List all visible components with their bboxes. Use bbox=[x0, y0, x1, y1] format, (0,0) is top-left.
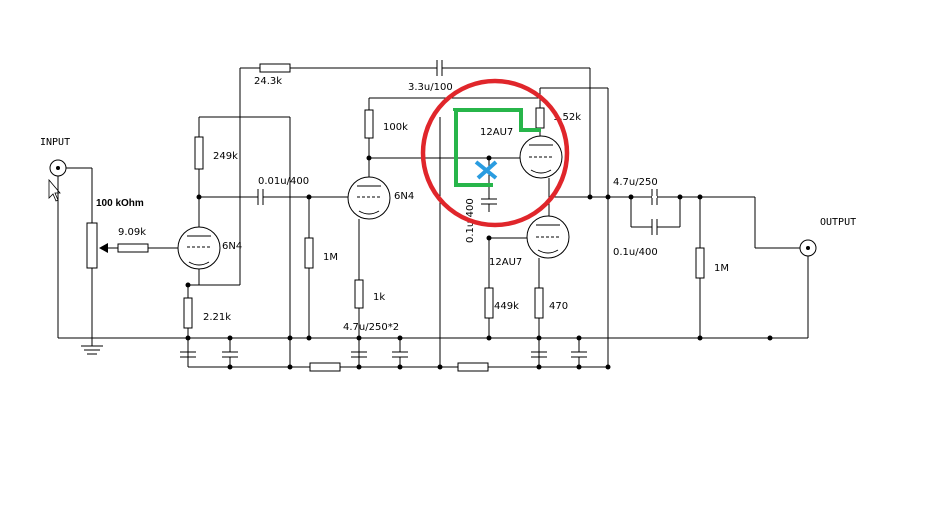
tube2-label: 6N4 bbox=[394, 191, 414, 202]
supply-capacitor-5 bbox=[531, 351, 547, 358]
r-152k-label: 1.52k bbox=[553, 112, 581, 123]
tube-12au7-lower bbox=[526, 215, 570, 259]
coupling-capacitor-001u bbox=[257, 189, 264, 205]
output-jack[interactable] bbox=[799, 239, 817, 257]
supply-capacitor-6 bbox=[571, 338, 587, 367]
tube3-top-label: 12AU7 bbox=[480, 127, 513, 138]
supply-resistor-a bbox=[309, 362, 341, 372]
tube1-label: 6N4 bbox=[222, 241, 242, 252]
resistor-221k bbox=[183, 297, 193, 329]
output-label: OUTPUT bbox=[820, 217, 856, 228]
resistor-449k bbox=[484, 287, 494, 319]
r-1k-label: 1k bbox=[373, 292, 385, 303]
tube3-bot-label: 12AU7 bbox=[489, 257, 522, 268]
r-470-label: 470 bbox=[549, 301, 568, 312]
input-jack[interactable] bbox=[49, 159, 67, 177]
input-label: INPUT bbox=[40, 137, 70, 148]
r-909k-label: 9.09k bbox=[118, 227, 146, 238]
c-47u-out-label: 4.7u/250 bbox=[613, 177, 658, 188]
supply-capacitor-1 bbox=[180, 351, 196, 358]
r-1m-out-label: 1M bbox=[714, 263, 729, 274]
r-249k-label: 249k bbox=[213, 151, 238, 162]
ground-symbol-icon bbox=[81, 338, 103, 355]
red-annotation-circle bbox=[420, 78, 570, 228]
resistor-1m-grid bbox=[304, 237, 314, 269]
volume-potentiometer bbox=[86, 222, 118, 338]
tube-6n4-second bbox=[347, 176, 391, 220]
r-449k-label: 449k bbox=[494, 301, 519, 312]
output-capacitor-01u bbox=[651, 219, 658, 235]
supply-capacitor-3 bbox=[351, 351, 367, 358]
r-243k-label: 24.3k bbox=[254, 76, 282, 87]
blue-cross-annotation bbox=[474, 160, 498, 180]
tube-12au7-upper bbox=[519, 135, 563, 179]
resistor-249k bbox=[194, 136, 204, 170]
pot-label: 100 kOhm bbox=[96, 198, 144, 209]
supply-capacitor-4 bbox=[392, 338, 408, 367]
r-221k-label: 2.21k bbox=[203, 312, 231, 323]
resistor-152k bbox=[535, 107, 545, 129]
c-33u-label: 3.3u/100 bbox=[408, 82, 453, 93]
mouse-cursor-icon bbox=[48, 178, 61, 202]
r-100k-label: 100k bbox=[383, 122, 408, 133]
resistor-909k bbox=[117, 243, 180, 253]
tube-6n4-first bbox=[177, 226, 221, 270]
resistor-100k bbox=[364, 109, 374, 139]
green-rewire-annotation bbox=[453, 108, 541, 187]
supply-resistor-b bbox=[457, 362, 489, 372]
c-47u-2-label: 4.7u/250*2 bbox=[343, 322, 399, 333]
c-001u-label: 0.01u/400 bbox=[258, 176, 309, 187]
resistor-1m-output bbox=[695, 247, 705, 279]
resistor-243k bbox=[259, 63, 291, 73]
resistor-470 bbox=[534, 287, 544, 319]
supply-capacitor-2 bbox=[222, 338, 238, 367]
c-01u-out-label: 0.1u/400 bbox=[613, 247, 658, 258]
capacitor-01u-vertical bbox=[481, 198, 497, 205]
r-1m-a-label: 1M bbox=[323, 252, 338, 263]
capacitor-33u bbox=[436, 60, 443, 76]
resistor-1k bbox=[354, 279, 364, 309]
